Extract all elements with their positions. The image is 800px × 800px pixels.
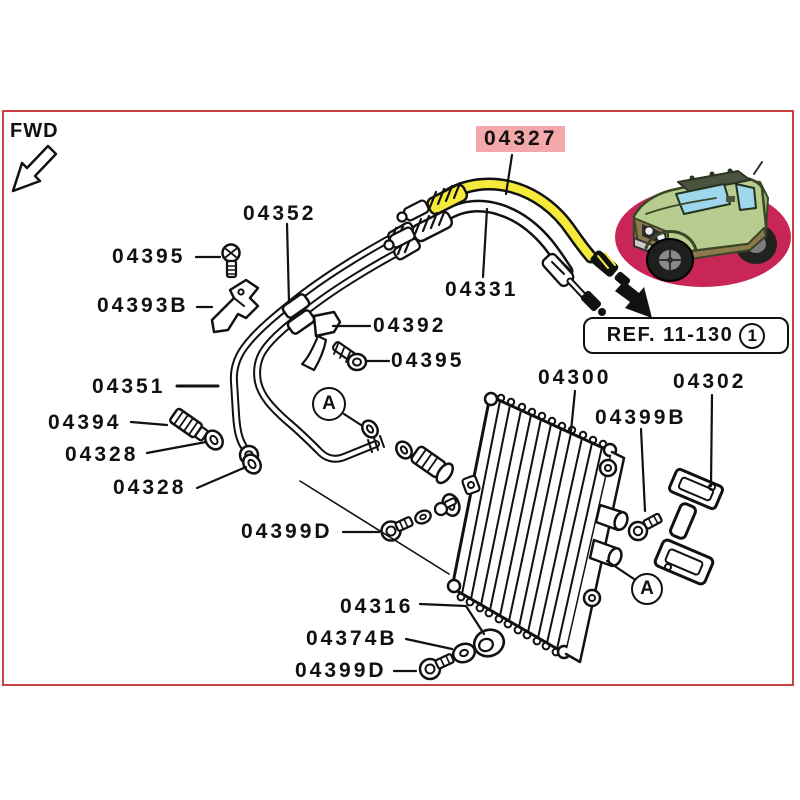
part-label-04399D: 04399D bbox=[241, 520, 333, 543]
part-label-04316: 04316 bbox=[340, 595, 414, 618]
part-label-04399B: 04399B bbox=[595, 406, 687, 429]
part-label-04331: 04331 bbox=[445, 278, 519, 301]
part-label-04374B: 04374B bbox=[306, 627, 398, 650]
part-label-04328-2: 04328 bbox=[113, 476, 187, 499]
vehicle-thumbnail bbox=[615, 161, 791, 287]
part-label-04300: 04300 bbox=[538, 366, 612, 389]
part-label-04399D-2: 04399D bbox=[295, 659, 387, 682]
part-label-04302: 04302 bbox=[673, 370, 747, 393]
part-label-04395: 04395 bbox=[112, 245, 186, 268]
part-label-04392: 04392 bbox=[373, 314, 447, 337]
bracket-04302-drawing bbox=[653, 467, 724, 586]
clamp-04392-drawing bbox=[300, 310, 342, 372]
leader-lines bbox=[129, 153, 714, 673]
fwd-arrow-icon bbox=[11, 144, 58, 193]
ref-box: REF. 11-130 1 bbox=[583, 317, 789, 354]
ref-circle-number: 1 bbox=[739, 322, 766, 349]
part-label-04328: 04328 bbox=[65, 443, 139, 466]
view-marker-a-1: A bbox=[312, 387, 346, 421]
part-label-04394: 04394 bbox=[48, 411, 122, 434]
part-label-04352: 04352 bbox=[243, 202, 317, 225]
fwd-label: FWD bbox=[10, 120, 59, 142]
oil-cooler-drawing bbox=[441, 391, 629, 664]
view-marker-a-2: A bbox=[631, 573, 663, 605]
part-label-04351: 04351 bbox=[92, 375, 166, 398]
part-label-04393B: 04393B bbox=[97, 294, 189, 317]
oil-pipes-drawing bbox=[229, 221, 421, 466]
ref-text: REF. 11-130 bbox=[606, 324, 734, 346]
part-label-04327: 04327 bbox=[476, 126, 566, 152]
direction-arrow-icon bbox=[615, 281, 652, 318]
hoses-drawing bbox=[383, 177, 631, 316]
fasteners-drawing bbox=[169, 243, 663, 681]
bracket-04393B-drawing bbox=[210, 278, 260, 334]
part-label-04395-2: 04395 bbox=[391, 349, 465, 372]
